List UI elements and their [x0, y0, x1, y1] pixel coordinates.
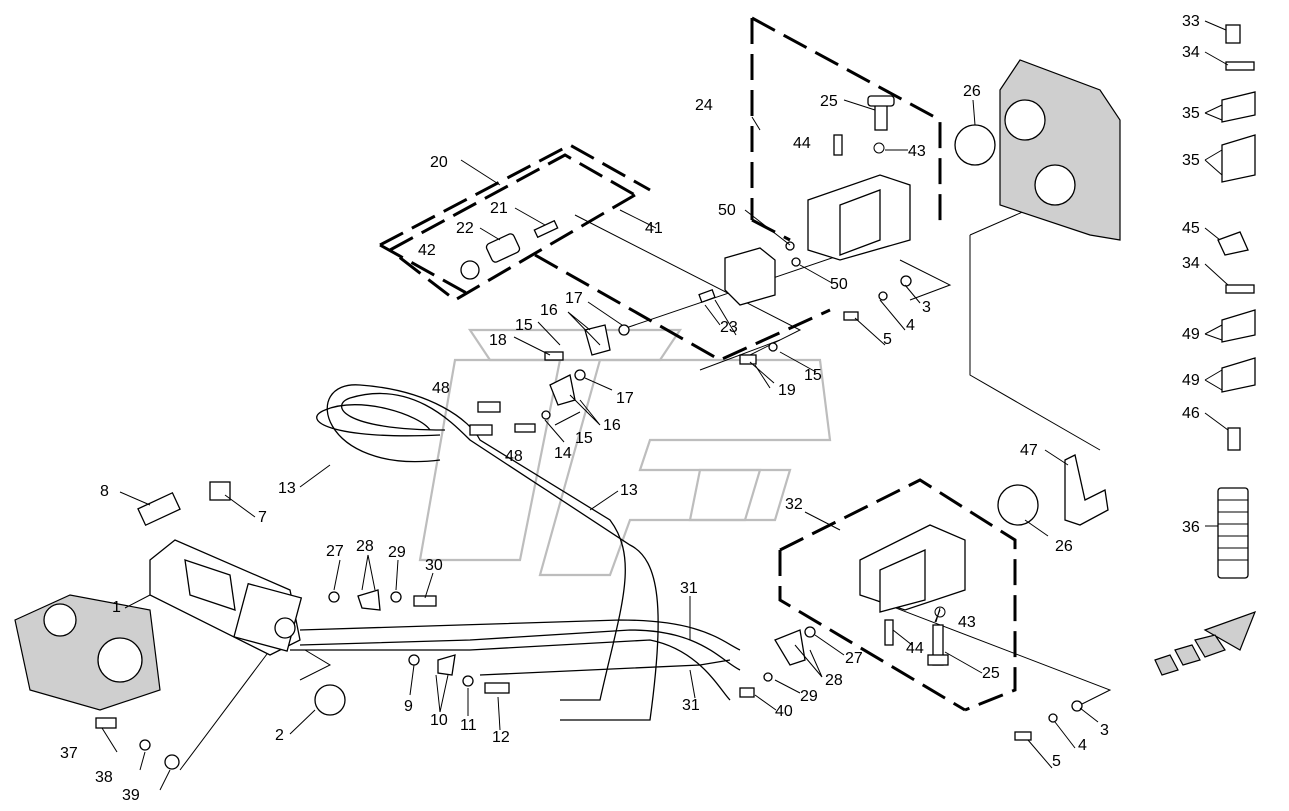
label-44a: 44 — [793, 135, 811, 152]
label-32: 32 — [785, 496, 803, 513]
label-47: 47 — [1020, 442, 1038, 459]
label-3b: 3 — [922, 299, 931, 316]
label-14: 14 — [554, 445, 572, 462]
label-31b: 31 — [682, 697, 700, 714]
label-16b: 16 — [603, 417, 621, 434]
label-15c: 15 — [804, 367, 822, 384]
label-30: 30 — [425, 557, 443, 574]
label-29b: 29 — [800, 688, 818, 705]
label-15b: 15 — [575, 430, 593, 447]
label-34a: 34 — [1182, 44, 1200, 61]
label-49b: 49 — [1182, 372, 1200, 389]
part-number-labels: 1 2 3 3 4 4 5 5 7 8 9 10 11 12 13 13 14 … — [60, 13, 1200, 804]
label-4a: 4 — [1078, 737, 1087, 754]
label-1: 1 — [112, 599, 121, 616]
label-33: 33 — [1182, 13, 1200, 30]
label-48a: 48 — [432, 380, 450, 397]
hydraulic-motor-left — [14, 594, 161, 711]
label-28b: 28 — [825, 672, 843, 689]
label-48b: 48 — [505, 448, 523, 465]
label-27a: 27 — [326, 543, 344, 560]
label-43a: 43 — [908, 143, 926, 160]
label-43b: 43 — [958, 614, 976, 631]
label-26b: 26 — [1055, 538, 1073, 555]
group-frame-32 — [778, 478, 1017, 712]
label-21: 21 — [490, 200, 508, 217]
group-frame-20 — [379, 143, 651, 297]
label-35a: 35 — [1182, 105, 1200, 122]
label-15a: 15 — [515, 317, 533, 334]
gearbox-housing — [999, 59, 1121, 241]
label-3a: 3 — [1100, 722, 1109, 739]
label-50a: 50 — [718, 202, 736, 219]
label-34b: 34 — [1182, 255, 1200, 272]
label-42: 42 — [418, 242, 436, 259]
label-49a: 49 — [1182, 326, 1200, 343]
label-5a: 5 — [1052, 753, 1061, 770]
distribution-block — [698, 247, 776, 306]
label-44b: 44 — [906, 640, 924, 657]
label-24: 24 — [695, 97, 713, 114]
label-8: 8 — [100, 483, 109, 500]
hose-31-lines — [290, 619, 741, 701]
label-36: 36 — [1182, 519, 1200, 536]
label-31a: 31 — [680, 580, 698, 597]
label-38: 38 — [95, 769, 113, 786]
direction-arrow-icon — [1154, 610, 1257, 676]
pump-1 — [149, 539, 303, 656]
label-26a: 26 — [963, 83, 981, 100]
label-13a: 13 — [278, 480, 296, 497]
label-41: 41 — [645, 220, 663, 237]
label-12: 12 — [492, 729, 510, 746]
label-37: 37 — [60, 745, 78, 762]
label-46: 46 — [1182, 405, 1200, 422]
right-column-parts — [1217, 24, 1256, 579]
hose-13-loop — [316, 384, 659, 721]
label-25a: 25 — [820, 93, 838, 110]
label-2: 2 — [275, 727, 284, 744]
label-9: 9 — [404, 698, 413, 715]
label-40: 40 — [775, 703, 793, 720]
label-20: 20 — [430, 154, 448, 171]
label-18: 18 — [489, 332, 507, 349]
label-27b: 27 — [845, 650, 863, 667]
label-19: 19 — [778, 382, 796, 399]
label-39: 39 — [122, 787, 140, 804]
label-16a: 16 — [540, 302, 558, 319]
label-45: 45 — [1182, 220, 1200, 237]
label-25b: 25 — [982, 665, 1000, 682]
control-valve-32 — [859, 524, 966, 666]
label-13b: 13 — [620, 482, 638, 499]
leader-lines — [179, 199, 1112, 771]
control-valve-24 — [807, 95, 911, 261]
label-7: 7 — [258, 509, 267, 526]
label-10: 10 — [430, 712, 448, 729]
label-11: 11 — [460, 717, 477, 734]
watermark-logo — [418, 328, 832, 577]
label-5b: 5 — [883, 331, 892, 348]
bracket-47 — [1064, 454, 1109, 526]
callout-lines — [101, 20, 1229, 791]
label-22: 22 — [456, 220, 474, 237]
label-17b: 17 — [616, 390, 634, 407]
label-50b: 50 — [830, 276, 848, 293]
label-35b: 35 — [1182, 152, 1200, 169]
label-17a: 17 — [565, 290, 583, 307]
label-29a: 29 — [388, 544, 406, 561]
label-23: 23 — [720, 319, 738, 336]
label-4b: 4 — [906, 317, 915, 334]
label-28a: 28 — [356, 538, 374, 555]
